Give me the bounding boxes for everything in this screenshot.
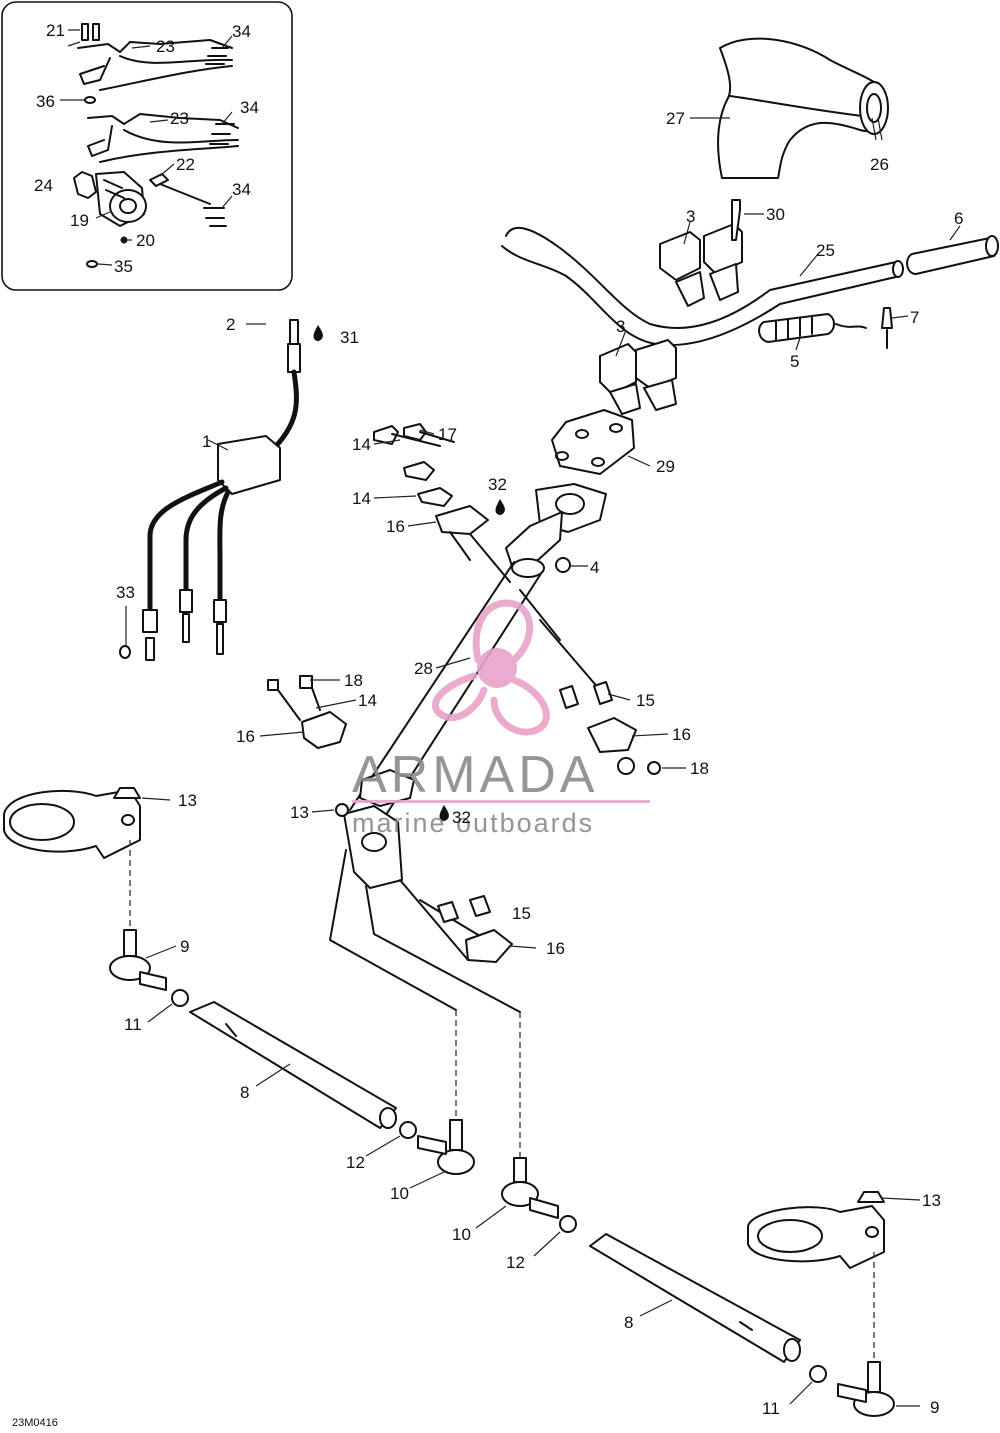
leader-lines — [60, 29, 961, 1407]
inset-switch-assembly — [1, 1, 293, 291]
callout-19: 19 — [70, 211, 89, 230]
callout-8-left: 8 — [240, 1083, 249, 1102]
callout-12-left: 12 — [346, 1153, 365, 1172]
callout-15-upper: 15 — [636, 691, 655, 710]
watermark-brand: ARMADA — [352, 746, 598, 804]
callout-11-right: 11 — [762, 1399, 780, 1418]
callout-22: 22 — [176, 155, 195, 174]
oil-drop-icon — [313, 325, 323, 341]
upper-mounts — [373, 423, 601, 691]
callout-18-left: 18 — [344, 671, 363, 690]
handlebar — [501, 227, 999, 349]
callout-36: 36 — [36, 92, 55, 111]
callout-20: 20 — [136, 231, 155, 250]
callout-32-lower: 32 — [452, 808, 471, 827]
callout-4: 4 — [590, 558, 599, 577]
callout-35: 35 — [114, 257, 133, 276]
callout-14-upper: 14 — [352, 435, 371, 454]
callout-13-right: 13 — [922, 1191, 941, 1210]
callout-14-lower: 14 — [358, 691, 377, 710]
callout-8-right: 8 — [624, 1313, 633, 1332]
callout-3-lower: 3 — [616, 317, 625, 336]
callout-16-upper: 16 — [386, 517, 405, 536]
callout-1: 1 — [202, 432, 211, 451]
callout-26: 26 — [870, 155, 889, 174]
oil-drop-icon — [439, 805, 449, 821]
callout-30: 30 — [766, 205, 785, 224]
callout-14-middle: 14 — [352, 489, 371, 508]
callout-9-right: 9 — [930, 1398, 939, 1417]
tie-rod-left — [3, 787, 397, 1129]
callout-31: 31 — [340, 328, 359, 347]
callout-10-right: 10 — [452, 1225, 471, 1244]
tie-rod-right — [589, 1191, 895, 1417]
callout-18-right: 18 — [690, 759, 709, 778]
callout-7: 7 — [910, 308, 919, 327]
callout-16-lower: 16 — [546, 939, 565, 958]
callout-11-left: 11 — [124, 1015, 142, 1034]
callout-33: 33 — [116, 583, 135, 602]
callout-3-upper: 3 — [686, 207, 695, 226]
callout-34-upper: 34 — [232, 22, 251, 41]
callout-16-left: 16 — [236, 727, 255, 746]
callout-9-left: 9 — [180, 937, 189, 956]
callout-10-left: 10 — [390, 1184, 409, 1203]
callout-27: 27 — [666, 109, 685, 128]
rod-ends-center — [399, 1010, 577, 1233]
callout-21: 21 — [46, 21, 65, 40]
callout-15-lower: 15 — [512, 904, 531, 923]
oil-drop-icon — [495, 499, 505, 515]
callout-6: 6 — [954, 209, 963, 228]
callout-13-center: 13 — [290, 803, 309, 822]
callout-13-left: 13 — [178, 791, 197, 810]
callout-29: 29 — [656, 457, 675, 476]
grip-cover — [717, 37, 889, 179]
lubrication-drops — [313, 325, 505, 821]
callout-23-lower: 23 — [170, 109, 189, 128]
callout-28: 28 — [414, 659, 433, 678]
steering-column — [349, 483, 607, 819]
wiring-harness — [119, 319, 301, 661]
callout-2: 2 — [226, 315, 235, 334]
watermark: ARMADA marine outboards — [352, 599, 650, 838]
callout-12-right: 12 — [506, 1253, 525, 1272]
handlebar-clamps — [551, 199, 743, 475]
callout-34-middle: 34 — [240, 98, 259, 117]
lower-pivot — [267, 675, 661, 1013]
propeller-logo-icon — [432, 599, 550, 736]
callout-24: 24 — [34, 176, 53, 195]
callout-17: 17 — [438, 425, 457, 444]
callout-5: 5 — [790, 352, 799, 371]
callout-32-upper: 32 — [488, 475, 507, 494]
callout-25: 25 — [816, 241, 835, 260]
callout-34-lower: 34 — [232, 180, 251, 199]
diagram-code: 23M0416 — [12, 1417, 58, 1429]
callout-23-upper: 23 — [156, 37, 175, 56]
callout-16-right: 16 — [672, 725, 691, 744]
watermark-tagline: marine outboards — [352, 808, 594, 838]
callout-labels: 21 23 34 36 23 34 22 24 34 19 20 35 27 2… — [34, 21, 963, 1418]
